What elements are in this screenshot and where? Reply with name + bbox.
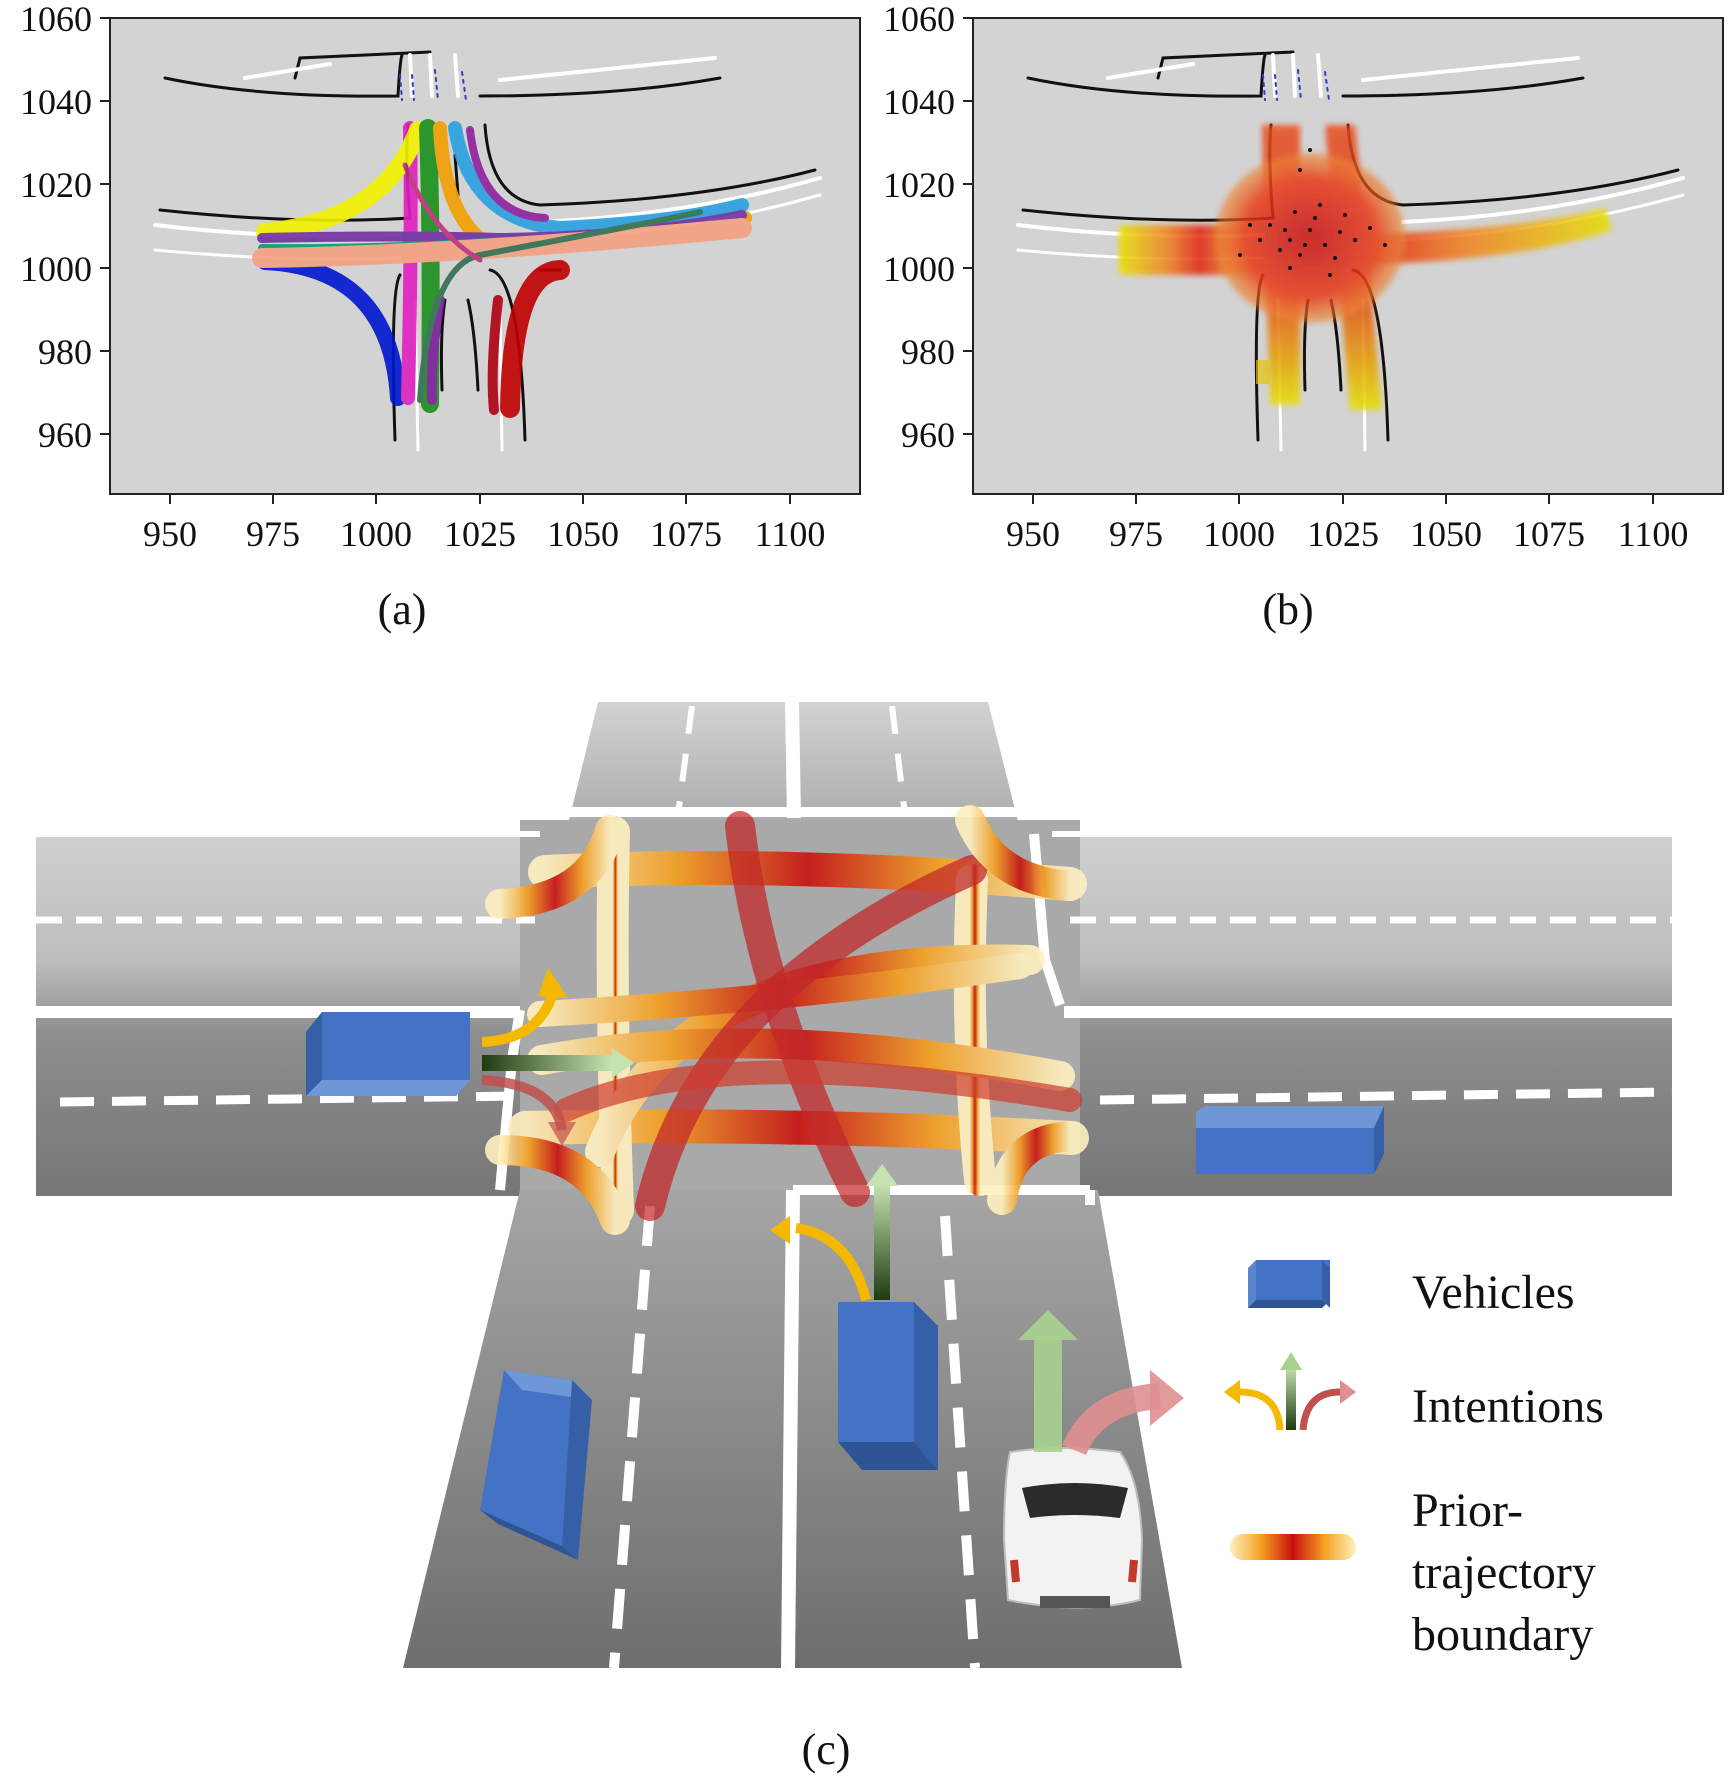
panel-b-y-tick-labels: 1060 1040 1020 1000 980 960 bbox=[883, 0, 955, 455]
vehicle-south-center bbox=[838, 1302, 938, 1470]
legend-prior-label-2: trajectory bbox=[1412, 1546, 1596, 1599]
panel-a-x-tick: 1050 bbox=[547, 514, 619, 554]
panel-a-y-tick: 1000 bbox=[20, 249, 92, 289]
panel-b-heatmap bbox=[1120, 125, 1612, 410]
panel-a-x-tick: 1025 bbox=[444, 514, 516, 554]
panel-a-trajectories bbox=[252, 119, 752, 418]
panel-c-intention-arrows bbox=[481, 968, 1184, 1456]
panel-b-y-tick: 980 bbox=[901, 332, 955, 372]
panel-b-x-tick: 1025 bbox=[1307, 514, 1379, 554]
panel-b-y-tick: 960 bbox=[901, 415, 955, 455]
panel-a-x-tick-labels: 950 975 1000 1025 1050 1075 1100 bbox=[143, 514, 825, 554]
prior-right-edge bbox=[953, 864, 996, 1196]
panel-b-x-tick: 1075 bbox=[1513, 514, 1585, 554]
panel-a-y-tick: 960 bbox=[38, 415, 92, 455]
panel-a-y-tick: 1020 bbox=[20, 165, 92, 205]
panel-a-x-tick: 1075 bbox=[650, 514, 722, 554]
panel-a-y-tick-labels: 1060 1040 1020 1000 980 960 bbox=[20, 0, 92, 455]
panel-a-x-tick: 1100 bbox=[755, 514, 826, 554]
vehicle-east bbox=[1196, 1106, 1384, 1174]
panel-a-y-tick: 1060 bbox=[20, 0, 92, 39]
legend-prior-icon bbox=[1230, 1534, 1356, 1560]
panel-b-x-tick: 975 bbox=[1109, 514, 1163, 554]
vehicle-south-left bbox=[480, 1370, 592, 1560]
panel-b-heat-patch bbox=[1256, 360, 1270, 384]
legend: Vehicles Intentions Prior- trajectory bo… bbox=[1224, 1260, 1604, 1661]
panel-a: 1060 1040 1020 1000 980 960 950 975 1000… bbox=[20, 0, 861, 634]
ego-car bbox=[1002, 1447, 1144, 1609]
prior-diag-5 bbox=[725, 811, 870, 1207]
prior-corner-nw bbox=[485, 815, 625, 919]
panel-b-axes bbox=[963, 17, 1654, 504]
panel-b-x-tick-labels: 950 975 1000 1025 1050 1075 1100 bbox=[1006, 514, 1688, 554]
panel-b-y-tick: 1000 bbox=[883, 249, 955, 289]
panel-a-caption: (a) bbox=[378, 585, 427, 634]
panel-b-y-tick: 1020 bbox=[883, 165, 955, 205]
legend-prior-label-1: Prior- bbox=[1412, 1484, 1523, 1537]
panel-a-y-tick: 980 bbox=[38, 332, 92, 372]
panel-b-x-tick: 1000 bbox=[1203, 514, 1275, 554]
panel-a-x-tick: 975 bbox=[246, 514, 300, 554]
prior-corner-sw bbox=[485, 1135, 630, 1235]
panel-a-axes bbox=[100, 17, 791, 504]
panel-b-caption: (b) bbox=[1262, 585, 1313, 634]
panel-b-x-tick: 1050 bbox=[1410, 514, 1482, 554]
prior-corner-ne bbox=[955, 805, 1085, 901]
prior-diag-4 bbox=[635, 855, 987, 1221]
panel-c-prior-trajectories bbox=[485, 805, 1089, 1235]
panel-a-x-tick: 1000 bbox=[340, 514, 412, 554]
legend-intentions-label: Intentions bbox=[1412, 1380, 1604, 1433]
vehicle-west bbox=[306, 1012, 470, 1096]
legend-prior-label-3: boundary bbox=[1412, 1608, 1593, 1661]
panel-b-y-tick: 1060 bbox=[883, 0, 955, 39]
panel-c-caption: (c) bbox=[802, 1725, 851, 1774]
legend-vehicle-icon bbox=[1248, 1260, 1330, 1308]
panel-b-y-tick: 1040 bbox=[883, 82, 955, 122]
panel-b-x-tick: 950 bbox=[1006, 514, 1060, 554]
prior-corner-se bbox=[987, 1121, 1085, 1215]
panel-a-x-tick: 950 bbox=[143, 514, 197, 554]
legend-intention-icon bbox=[1224, 1352, 1356, 1431]
panel-b-samples bbox=[1238, 148, 1387, 277]
panel-b: 1060 1040 1020 1000 980 960 950 975 1000… bbox=[883, 0, 1724, 634]
prior-diag-6 bbox=[554, 1060, 1082, 1122]
panel-c: Vehicles Intentions Prior- trajectory bo… bbox=[36, 701, 1673, 1774]
legend-vehicles-label: Vehicles bbox=[1412, 1266, 1575, 1319]
panel-b-heat-core bbox=[1215, 153, 1405, 323]
panel-b-x-tick: 1100 bbox=[1618, 514, 1689, 554]
panel-a-y-tick: 1040 bbox=[20, 82, 92, 122]
